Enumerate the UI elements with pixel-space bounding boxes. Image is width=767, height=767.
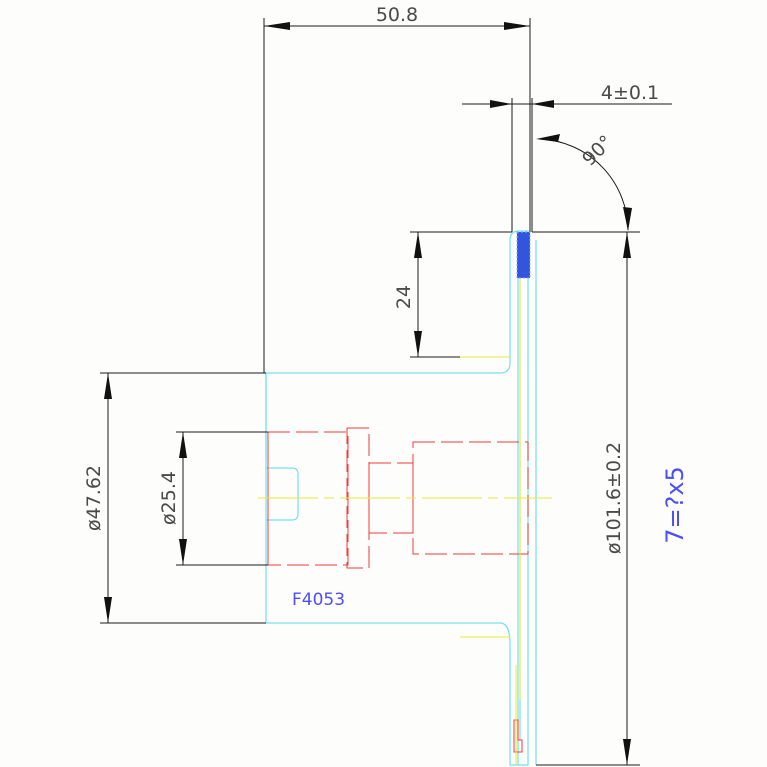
label-dia-101: ø101.6±0.2 (603, 442, 625, 554)
label-dia-25: ø25.4 (158, 471, 180, 525)
label-height-24: 24 (393, 285, 415, 309)
label-width-50-8: 50.8 (376, 4, 418, 26)
label-dia-47: ø47.62 (83, 465, 105, 531)
label-teeth-note: 7=?x5 (661, 466, 689, 544)
label-thickness: 4±0.1 (601, 82, 659, 104)
dim-width-50-8 (263, 18, 531, 373)
label-angle: 90° (578, 131, 617, 170)
tooth-hatch (516, 231, 531, 279)
center-lines (258, 250, 552, 765)
label-part-code: F4053 (292, 590, 345, 610)
dim-height-24 (410, 231, 512, 358)
dim-thickness (462, 98, 672, 232)
dim-dia-25 (176, 431, 268, 566)
dim-angle (532, 134, 640, 233)
dim-dia-47 (100, 372, 266, 624)
dim-dia-101 (536, 232, 640, 766)
